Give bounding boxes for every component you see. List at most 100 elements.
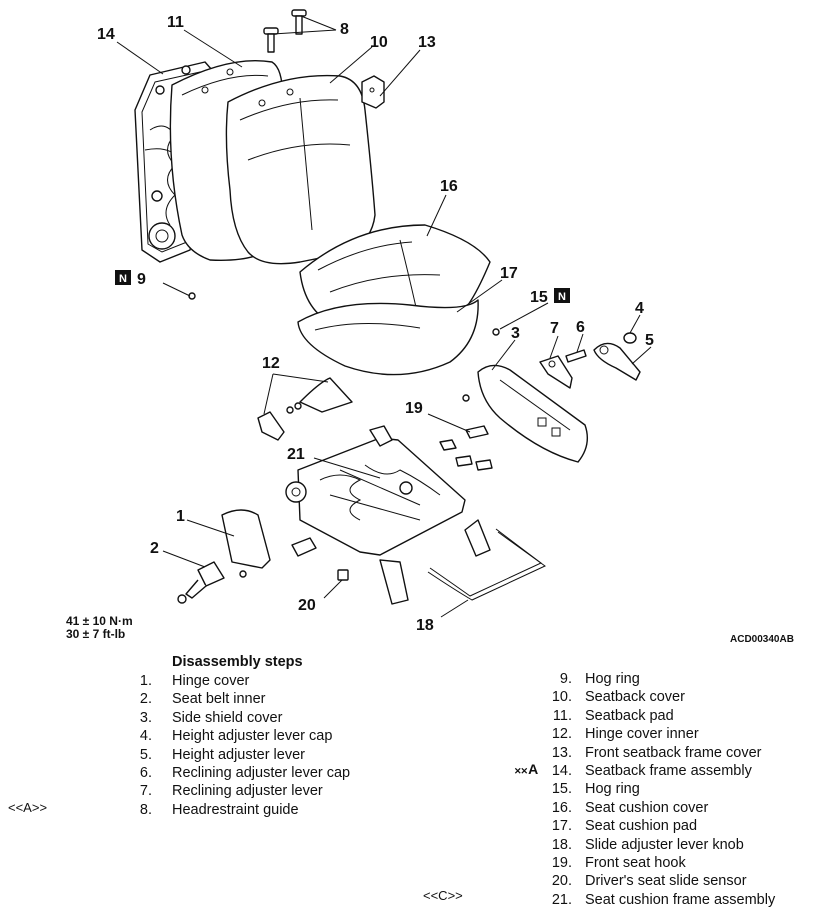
step-item: 2.Seat belt inner [130,690,350,708]
step-item: 21. Seat cushion frame assembly [540,891,775,909]
step-item: 17. Seat cushion pad [540,817,775,835]
height-adjuster-lever [593,332,641,381]
callouts: 14 11 8 10 13 16 17 9 15 4 7 6 3 5 12 19… [97,14,654,634]
hinge-cover [221,509,271,578]
step-label: Hinge cover [172,673,250,689]
step-number: 19. [551,855,572,872]
seat-cushion-frame [285,425,491,605]
step-number: 7. [139,783,152,800]
step-label: Side shield cover [172,709,283,726]
torque-imperial: 30 ± 7 ft-lb [66,627,125,641]
callout-8: 8 [340,21,349,38]
callout-3: 3 [511,325,520,342]
step-item: 10.Seatback cover [540,688,775,706]
step-label: Hinge cover inner [585,726,699,743]
callout-16: 16 [440,178,458,195]
step-item: 9.Hog ring [540,670,775,688]
slide-adjuster-lever-knob [427,528,546,601]
reclining-adjuster-lever [539,355,573,389]
step-number: 3. [139,709,152,726]
step-item: 5.Height adjuster lever [130,746,350,764]
callout-6: 6 [576,319,585,336]
step-item: 11. Seatback pad [540,707,775,725]
step-label: Reclining adjuster lever cap [172,765,351,782]
step-number: 20. [551,873,572,890]
step-label: Front seat hook [585,855,686,872]
step-number: 13. [551,744,572,761]
step-item: 19. Front seat hook [540,854,775,872]
callout-1: 1 [176,508,185,525]
step-item: 6. Reclining adjuster lever cap [130,764,350,782]
step-item: 13.Front seatback frame cover [540,744,775,762]
step-label: Hog ring [585,671,640,687]
step-item: 3. Side shield cover [130,709,350,727]
step-label: Seat belt inner [172,691,266,708]
callout-7: 7 [550,320,559,337]
callout-10: 10 [370,34,388,51]
step-number: 14. [551,763,572,780]
callout-17: 17 [500,265,518,282]
seat-belt-inner [177,561,225,604]
step-label: Seatback pad [585,707,674,724]
headrestraint-guides [263,9,307,53]
step-label: Headrestraint guide [172,801,299,818]
step-number: 18. [551,836,572,853]
callout-12: 12 [262,355,280,372]
callout-5: 5 [645,332,654,349]
torque-metric: 41 ± 10 N·m [66,614,133,628]
callout-13: 13 [418,34,436,51]
step-number: 17. [551,818,572,835]
callout-21: 21 [287,446,305,463]
step-number: 6. [139,765,152,782]
step-item: 4.Height adjuster lever cap [130,727,350,745]
callout-2: 2 [150,540,159,557]
seat-cushion-pad [297,299,479,376]
step-label: Hog ring [585,781,640,798]
step-label: Seatback frame assembly [585,763,752,780]
step-label: Slide adjuster lever knob [585,836,744,853]
step-number: 16. [551,799,572,816]
seatback-cover [225,74,376,265]
step-label: Seat cushion frame assembly [585,891,776,908]
leader-lines [116,15,652,618]
callout-4: 4 [635,300,644,317]
step-item: 14. Seatback frame assembly [540,762,775,780]
service-point-icon: ✕✕ [514,766,528,776]
figure-code: ACD00340AB [730,634,794,645]
step-number: 11. [552,707,572,724]
note-c: <<C>> [423,888,463,903]
step-number: 1. [139,673,152,689]
callout-14: 14 [97,26,115,43]
step-label: Reclining adjuster lever [172,783,323,800]
step-14-mark-letter: A [528,761,539,777]
side-shield-cover [462,364,588,463]
callout-11: 11 [167,14,184,31]
step-label: Seat cushion pad [585,818,698,835]
step-item: 20. Driver's seat slide sensor [540,872,775,890]
step-label: Height adjuster lever [172,746,305,763]
hog-ring-15 [492,328,500,336]
step-number: 21. [551,891,572,908]
callout-15: 15 [530,289,548,306]
n-marker-15: N [554,288,570,303]
step-14-mark: ✕✕A [514,761,538,777]
front-seat-hooks [439,425,493,471]
step-item: 7. Reclining adjuster lever [130,782,350,800]
step-label: Driver's seat slide sensor [585,873,747,890]
svg-text:N: N [558,291,566,303]
step-item: 8.Headrestraint guide [130,801,350,819]
slide-sensor [337,569,349,581]
callout-20: 20 [298,597,316,614]
svg-text:N: N [119,273,127,285]
step-item: 15. Hog ring [540,780,775,798]
step-label: Seatback cover [585,689,685,706]
step-label: Height adjuster lever cap [172,728,333,745]
hinge-cover-inner [257,377,353,441]
step-number: 15. [551,781,572,798]
n-marker-9: N [115,270,131,285]
step-item: 1. Hinge cover [130,672,350,690]
seat-exploded-diagram: 14 11 8 10 13 16 17 9 15 4 7 6 3 5 12 19… [66,9,794,645]
step-item: 18. Slide adjuster lever knob [540,836,775,854]
